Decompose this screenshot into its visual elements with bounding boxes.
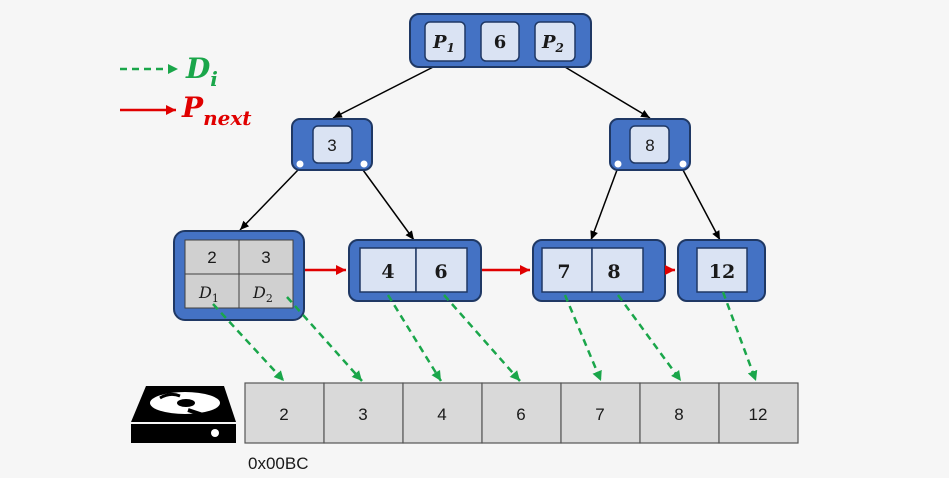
- disk-cell-7: 12: [749, 405, 768, 424]
- data-arrow-4: [386, 294, 443, 382]
- data-arrow-12: [721, 291, 758, 382]
- leaf3-key-1: 7: [557, 261, 570, 283]
- data-arrow-2: [212, 303, 285, 382]
- root-key-cell: [480, 21, 520, 62]
- legend: Di Pnext: [120, 52, 252, 130]
- legend-data-pointer-label: Di: [185, 52, 218, 91]
- internal-left-key: 3: [327, 136, 336, 155]
- legend-next-pointer-label: Pnext: [181, 91, 252, 130]
- leaf1-data-pointer-2: D2: [252, 283, 273, 305]
- disk-cell-5: 7: [595, 405, 604, 424]
- leaf1-key-2: 3: [261, 248, 270, 267]
- disk-cell-6: 8: [674, 405, 683, 424]
- edge-n8-leaf3: [590, 169, 618, 241]
- disk-cell-3: 4: [437, 405, 446, 424]
- root-pointer-p1-cell: [424, 21, 466, 62]
- edge-n8-leaf4: [682, 169, 721, 241]
- leaf-node-1: 2 3 D1 D2: [173, 230, 305, 321]
- root-pointer-p2-label: P2: [541, 32, 564, 55]
- data-arrow-8: [616, 294, 683, 382]
- root-pointer-p2-cell: [534, 21, 576, 62]
- edge-n3-leaf2: [362, 169, 415, 241]
- edge-n3-leaf1: [239, 169, 299, 231]
- internal-node-left: 3: [291, 118, 373, 171]
- root-node: P1 6 P2: [409, 13, 592, 68]
- disk-block: 2 3 4 6 7 8 12: [244, 382, 799, 444]
- root-key-label: 6: [494, 32, 507, 53]
- leaf-node-3: 7 8: [532, 239, 666, 302]
- edge-root-left: [332, 60, 446, 119]
- internal-node-right: 8: [609, 118, 691, 171]
- leaf2-key-1: 4: [381, 261, 394, 283]
- edge-root-right: [554, 60, 651, 119]
- disk-cell-1: 2: [279, 405, 288, 424]
- tree-edges: [239, 60, 721, 241]
- disk-cell-4: 6: [516, 405, 525, 424]
- data-pointer-arrows: [212, 291, 758, 382]
- leaf3-key-2: 8: [607, 261, 620, 283]
- data-arrow-3: [286, 296, 363, 382]
- root-pointer-p1-label: P1: [432, 32, 455, 55]
- data-arrow-6: [443, 294, 521, 382]
- disk-address-label: 0x00BC: [248, 454, 308, 473]
- hard-disk-icon: [131, 386, 236, 443]
- data-arrow-7: [563, 294, 603, 382]
- leaf-node-2: 4 6: [348, 239, 482, 302]
- leaf4-key-1: 12: [709, 261, 735, 283]
- leaf2-key-2: 6: [434, 261, 447, 283]
- leaf-node-4: 12: [677, 239, 766, 302]
- leaf1-key-1: 2: [207, 248, 216, 267]
- internal-right-key: 8: [645, 136, 654, 155]
- disk-cell-2: 3: [358, 405, 367, 424]
- leaf1-data-pointer-1: D1: [198, 283, 219, 305]
